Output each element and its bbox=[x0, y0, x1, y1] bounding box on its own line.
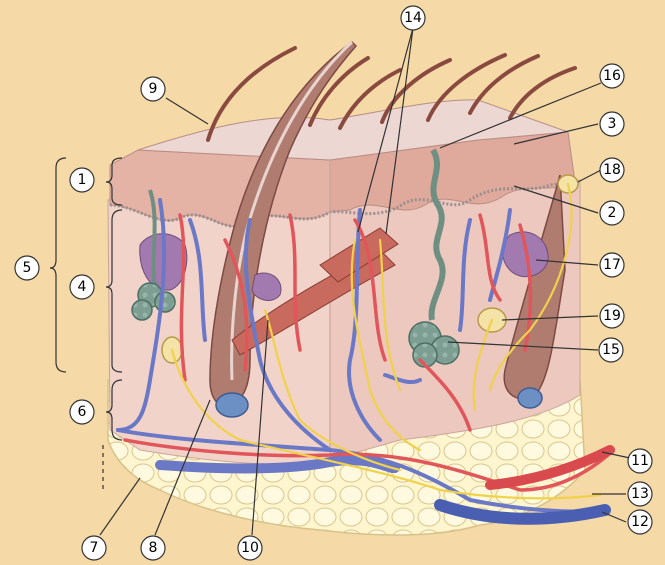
svg-text:19: 19 bbox=[603, 308, 621, 324]
label-6: 6 bbox=[70, 400, 94, 424]
label-12: 12 bbox=[628, 510, 652, 534]
label-19: 19 bbox=[600, 304, 624, 328]
label-10: 10 bbox=[238, 536, 262, 560]
svg-text:13: 13 bbox=[631, 486, 649, 502]
label-4: 4 bbox=[70, 275, 94, 299]
label-13: 13 bbox=[628, 482, 652, 506]
svg-text:11: 11 bbox=[631, 453, 649, 469]
svg-text:10: 10 bbox=[241, 540, 259, 556]
label-16: 16 bbox=[600, 64, 624, 88]
svg-text:3: 3 bbox=[608, 116, 617, 132]
label-7: 7 bbox=[82, 536, 106, 560]
label-1: 1 bbox=[70, 168, 94, 192]
svg-text:17: 17 bbox=[603, 257, 621, 273]
svg-text:6: 6 bbox=[78, 404, 87, 420]
svg-text:16: 16 bbox=[603, 68, 621, 84]
label-15: 15 bbox=[599, 338, 623, 362]
label-3: 3 bbox=[600, 112, 624, 136]
label-14: 14 bbox=[401, 6, 425, 30]
svg-text:15: 15 bbox=[602, 342, 620, 358]
svg-text:8: 8 bbox=[149, 540, 158, 556]
label-11: 11 bbox=[628, 449, 652, 473]
svg-text:9: 9 bbox=[149, 81, 158, 97]
svg-text:7: 7 bbox=[90, 540, 99, 556]
svg-text:14: 14 bbox=[404, 10, 422, 26]
svg-text:12: 12 bbox=[631, 514, 649, 530]
label-9: 9 bbox=[141, 77, 165, 101]
svg-text:18: 18 bbox=[603, 162, 621, 178]
svg-text:5: 5 bbox=[23, 260, 32, 276]
label-17: 17 bbox=[600, 253, 624, 277]
label-2: 2 bbox=[600, 201, 624, 225]
svg-text:4: 4 bbox=[78, 279, 87, 295]
label-18: 18 bbox=[600, 158, 624, 182]
label-8: 8 bbox=[141, 536, 165, 560]
svg-text:1: 1 bbox=[78, 172, 87, 188]
label-5: 5 bbox=[15, 256, 39, 280]
svg-text:2: 2 bbox=[608, 205, 617, 221]
